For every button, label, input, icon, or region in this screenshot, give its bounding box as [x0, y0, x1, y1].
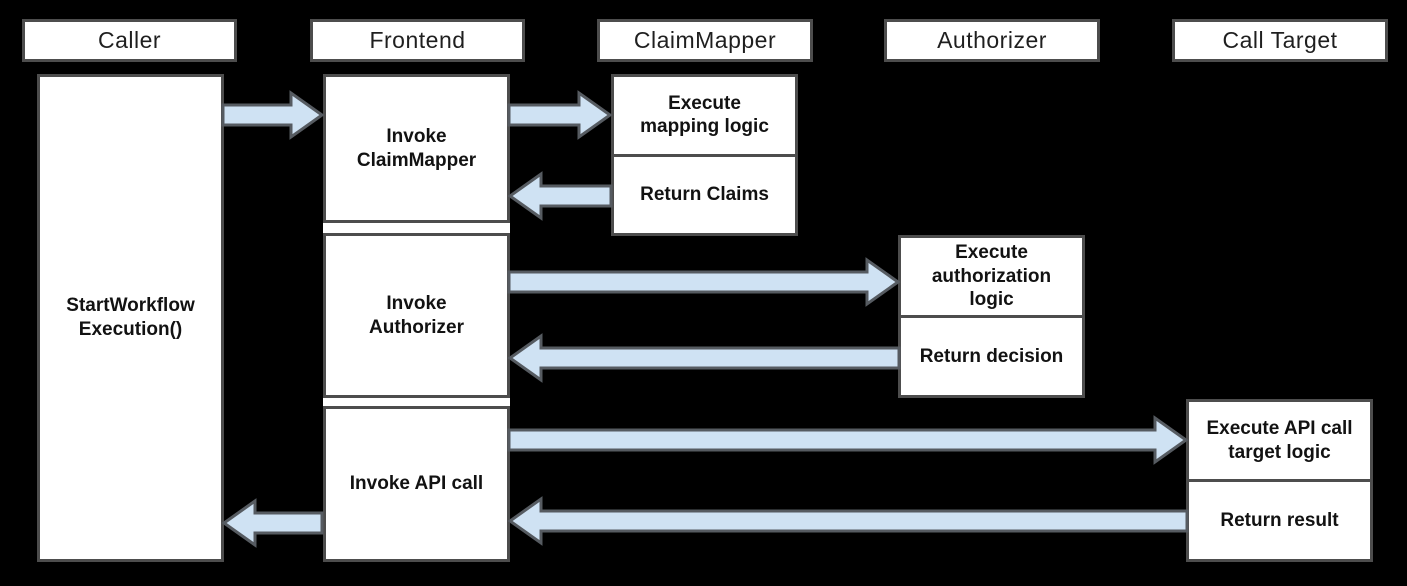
frontend-step-invoke-claimmapper: Invoke ClaimMapper [323, 74, 510, 223]
caller-activity-box: StartWorkflow Execution() [37, 74, 224, 562]
arrow-frontend-to-caller-icon [221, 498, 324, 548]
arrow-claimmapper-to-frontend-icon [507, 171, 613, 221]
lane-header-frontend: Frontend [310, 19, 525, 62]
frontend-lifeline: Invoke ClaimMapper Invoke Authorizer Inv… [323, 74, 510, 562]
claimmapper-task-box: Execute mapping logic Return Claims [611, 74, 798, 236]
lane-header-caller: Caller [22, 19, 237, 62]
frontend-step-invoke-authorizer: Invoke Authorizer [323, 233, 510, 398]
calltarget-step-execute-api-call-target-logic: Execute API call target logic [1189, 402, 1370, 482]
frontend-step-invoke-api-call: Invoke API call [323, 406, 510, 562]
arrow-frontend-to-claimmapper-icon [507, 90, 613, 140]
claimmapper-step-execute-mapping-logic: Execute mapping logic [614, 77, 795, 157]
lane-header-authorizer: Authorizer [884, 19, 1100, 62]
arrow-frontend-to-calltarget-icon [507, 415, 1189, 465]
calltarget-task-box: Execute API call target logic Return res… [1186, 399, 1373, 562]
calltarget-step-return-result: Return result [1220, 509, 1339, 531]
arrow-frontend-to-authorizer-icon [507, 257, 901, 307]
authorizer-task-box: Execute authorization logic Return decis… [898, 235, 1085, 398]
authorizer-step-execute-authorization-logic: Execute authorization logic [901, 238, 1082, 318]
lane-header-calltarget: Call Target [1172, 19, 1388, 62]
claimmapper-step-return-claims: Return Claims [640, 183, 769, 205]
arrow-authorizer-to-frontend-icon [507, 333, 901, 383]
authorizer-step-return-decision: Return decision [919, 345, 1064, 367]
lane-header-claimmapper: ClaimMapper [597, 19, 813, 62]
arrow-caller-to-frontend-icon [221, 90, 325, 140]
arrow-calltarget-to-frontend-icon [507, 496, 1189, 546]
